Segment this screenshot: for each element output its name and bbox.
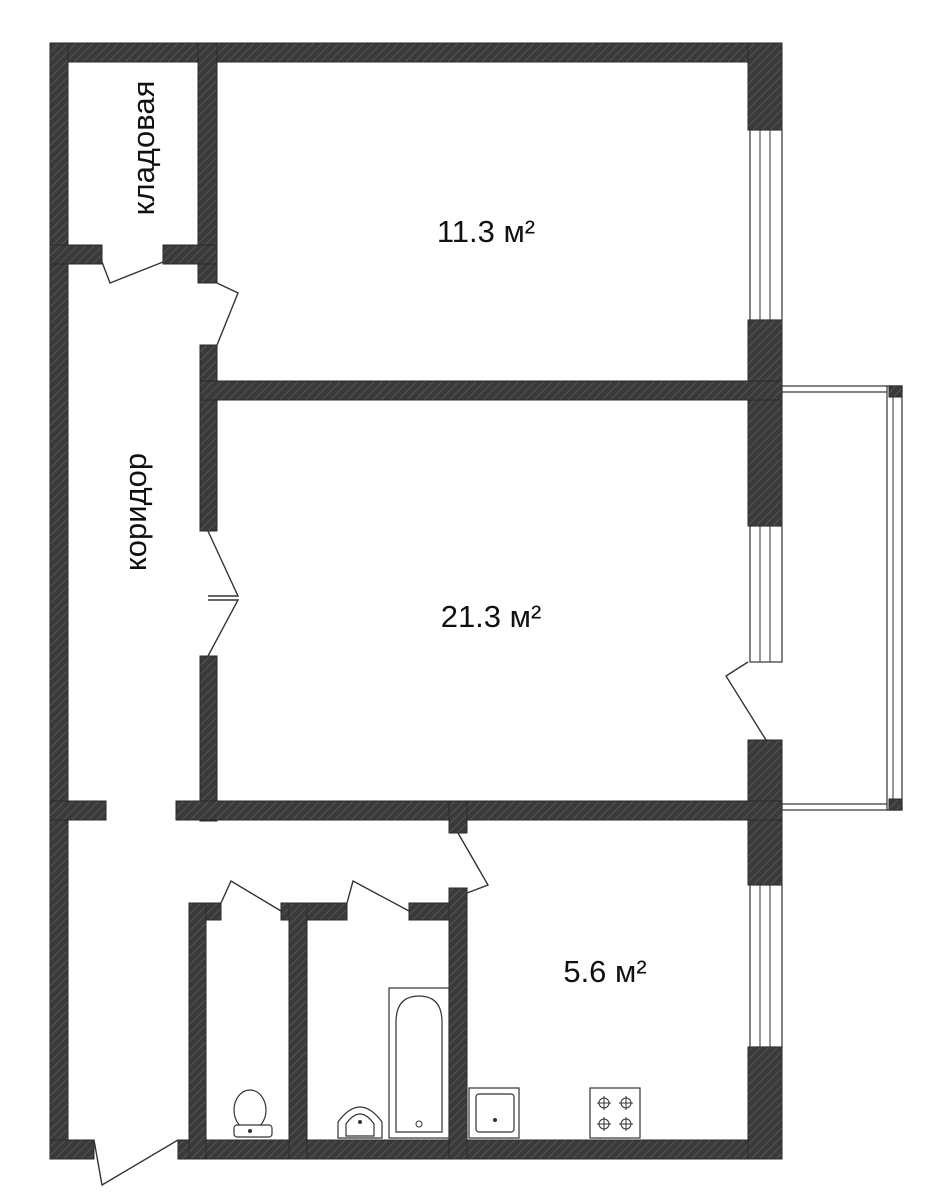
door-balcony <box>725 661 767 741</box>
bedroom-area-label: 11.3 м² <box>437 214 535 249</box>
wall-bottom-left-stub <box>49 1139 95 1160</box>
toilet-fixture <box>233 1089 273 1138</box>
storage-label: кладовая <box>126 81 161 216</box>
door-kitchen <box>457 832 490 894</box>
living-room-area-label: 21.3 м² <box>441 599 542 634</box>
wall-right-2 <box>747 319 783 527</box>
door-bathroom <box>346 879 410 912</box>
wall-storage-right <box>197 42 218 284</box>
wall-living-bottom-right <box>175 800 783 821</box>
kitchen-area-label: 5.6 м² <box>563 954 646 989</box>
window-bedroom <box>749 129 783 321</box>
door-living-upper <box>207 530 240 597</box>
interior-walls <box>49 42 783 1160</box>
stove-fixture <box>589 1087 641 1139</box>
door-toilet <box>220 879 282 912</box>
door-bedroom <box>216 282 239 346</box>
door-entrance <box>93 1139 179 1187</box>
bathtub-fixture <box>388 987 450 1139</box>
window-kitchen <box>749 884 783 1048</box>
door-storage <box>101 261 164 284</box>
corridor-label: коридор <box>118 453 153 571</box>
window-living <box>749 525 783 663</box>
sink-fixture <box>337 1106 383 1139</box>
door-living-lower <box>207 599 240 657</box>
wall-right-4 <box>747 1046 783 1160</box>
wall-storage-bottom-right <box>162 244 218 265</box>
wall-corridor-upper <box>199 344 218 532</box>
wall-left <box>49 42 69 1141</box>
wall-storage-bottom-left <box>49 244 103 265</box>
wall-bottom-right <box>177 1139 783 1160</box>
outer-walls <box>49 42 783 1160</box>
balcony <box>781 385 903 811</box>
wall-kitchen-stub <box>448 800 468 834</box>
wall-living-bottom-left <box>49 800 107 821</box>
labels: кладовая коридор 11.3 м² 21.3 м² 5.6 м² <box>118 81 646 989</box>
wall-corridor-lower <box>199 655 218 822</box>
wall-bath-kitchen <box>448 887 468 1160</box>
wall-top <box>49 42 783 63</box>
fixtures <box>233 987 641 1139</box>
kitchen-sink-fixture <box>468 1087 520 1139</box>
wall-bedroom-living <box>199 380 783 401</box>
wall-toilet-bath <box>288 902 308 1160</box>
windows <box>749 129 783 1048</box>
wall-toilet-left <box>188 902 207 1160</box>
doors <box>93 261 767 1187</box>
wall-right-1 <box>747 42 783 131</box>
